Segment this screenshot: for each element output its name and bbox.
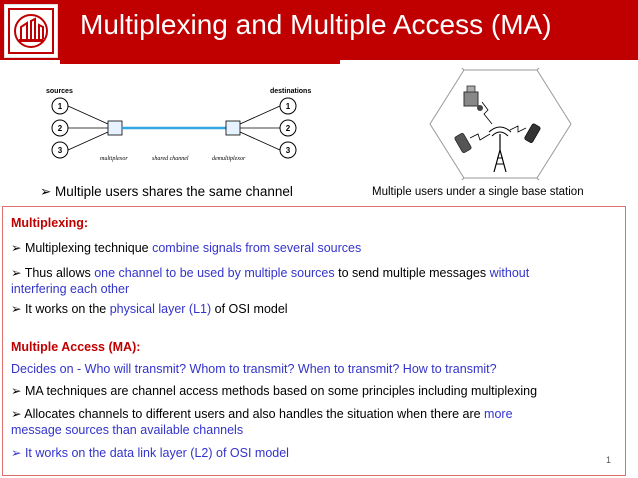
source-nodes: 1 2 3	[51, 97, 69, 159]
demultiplexor-box	[225, 120, 241, 136]
destinations-label: destinations	[270, 88, 311, 95]
multiplexing-point-2: ➢ Thus allows one channel to be used by …	[11, 266, 530, 296]
shared-channel-label: shared channel	[152, 156, 189, 162]
slide-title: Multiplexing and Multiple Access (MA)	[80, 9, 552, 40]
content-box: Multiplexing: ➢ Multiplexing technique c…	[2, 206, 626, 476]
figure1-caption: ➢ Multiple users shares the same channel	[40, 184, 293, 199]
cell-hexagon	[429, 69, 572, 179]
multiplexing-diagram: sources destinations 1 2 3 1 2 3 multipl…	[46, 88, 311, 162]
multiplexing-point-1: ➢ Multiplexing technique combine signals…	[11, 241, 362, 255]
signal-zigzag-icon	[469, 133, 491, 141]
multiplexing-heading: Multiplexing:	[11, 216, 89, 230]
robot-user-icon	[463, 85, 483, 111]
mobile-phone-icon-1	[454, 133, 472, 153]
figure2-caption: Multiple users under a single base stati…	[372, 186, 584, 198]
base-station-diagram	[429, 68, 572, 180]
multiplexor-label: multiplexor	[100, 156, 128, 162]
title-accent	[60, 60, 340, 64]
signal-zigzag-icon	[481, 101, 493, 125]
university-logo	[4, 4, 58, 58]
destination-node-3: 3	[286, 146, 291, 155]
multiplexing-point-3: ➢ It works on the physical layer (L1) of…	[11, 302, 288, 316]
source-node-1: 1	[58, 102, 63, 111]
ma-point-2: ➢ Allocates channels to different users …	[11, 407, 513, 437]
ma-point-3: ➢ It works on the data link layer (L2) o…	[11, 446, 289, 460]
title-bar: Multiplexing and Multiple Access (MA)	[0, 0, 638, 60]
multiplexor-box	[107, 120, 123, 136]
mobile-phone-icon-2	[524, 123, 541, 143]
demultiplexor-label: demultiplexor	[212, 156, 246, 162]
base-station-tower-icon	[488, 126, 512, 173]
destination-nodes: 1 2 3	[279, 97, 297, 159]
ma-point-1: ➢ MA techniques are channel access metho…	[11, 384, 538, 398]
signal-zigzag-icon	[509, 125, 527, 133]
ma-decides-line: Decides on - Who will transmit? Whom to …	[11, 362, 497, 376]
sources-label: sources	[46, 88, 73, 95]
destination-node-1: 1	[286, 102, 291, 111]
ma-heading: Multiple Access (MA):	[11, 340, 141, 354]
source-node-3: 3	[58, 146, 63, 155]
destination-node-2: 2	[286, 124, 291, 133]
page-number: 1	[605, 455, 611, 465]
source-node-2: 2	[58, 124, 63, 133]
